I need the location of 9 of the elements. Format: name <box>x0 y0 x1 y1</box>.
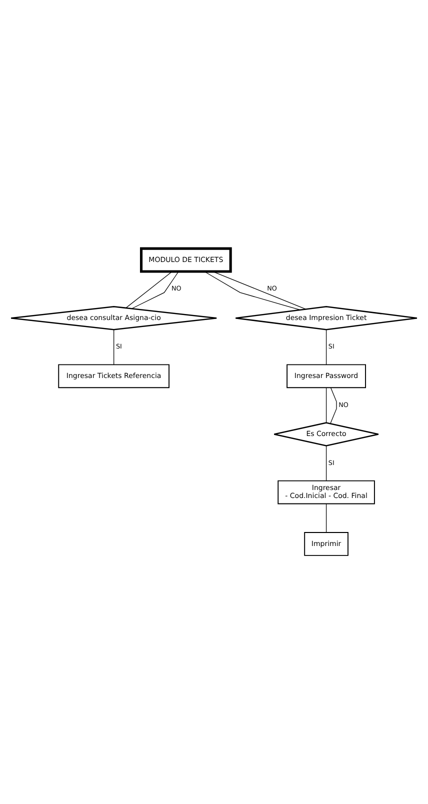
connector <box>326 387 327 423</box>
connector <box>132 271 179 309</box>
connector <box>330 387 337 424</box>
connector <box>212 271 306 310</box>
connector <box>204 271 300 310</box>
connector <box>326 329 327 365</box>
connector <box>326 504 327 533</box>
connector <box>126 271 172 308</box>
connector <box>326 446 327 482</box>
